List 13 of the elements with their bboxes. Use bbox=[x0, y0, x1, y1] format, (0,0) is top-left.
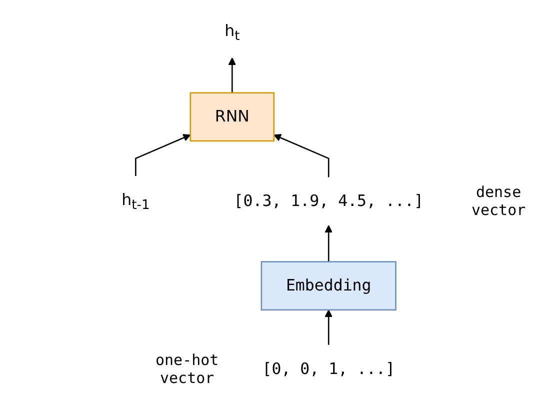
state-label: h$_{t}$ bbox=[224, 22, 240, 44]
vector-text: [0.3, 1.9, 4.5, ...] bbox=[234, 192, 424, 211]
arrow bbox=[274, 134, 330, 178]
arrow bbox=[324, 225, 332, 262]
vector-text: [0, 0, 1, ...] bbox=[262, 360, 395, 378]
caption-text: dense vector bbox=[470, 183, 527, 220]
arrow bbox=[324, 310, 332, 345]
process-box: RNN bbox=[190, 92, 275, 142]
state-label: h$_{t-1}$ bbox=[122, 190, 150, 212]
caption-text: one-hot vector bbox=[154, 350, 220, 387]
arrow bbox=[135, 134, 191, 176]
arrow bbox=[228, 57, 236, 93]
process-box: Embedding bbox=[260, 261, 396, 311]
